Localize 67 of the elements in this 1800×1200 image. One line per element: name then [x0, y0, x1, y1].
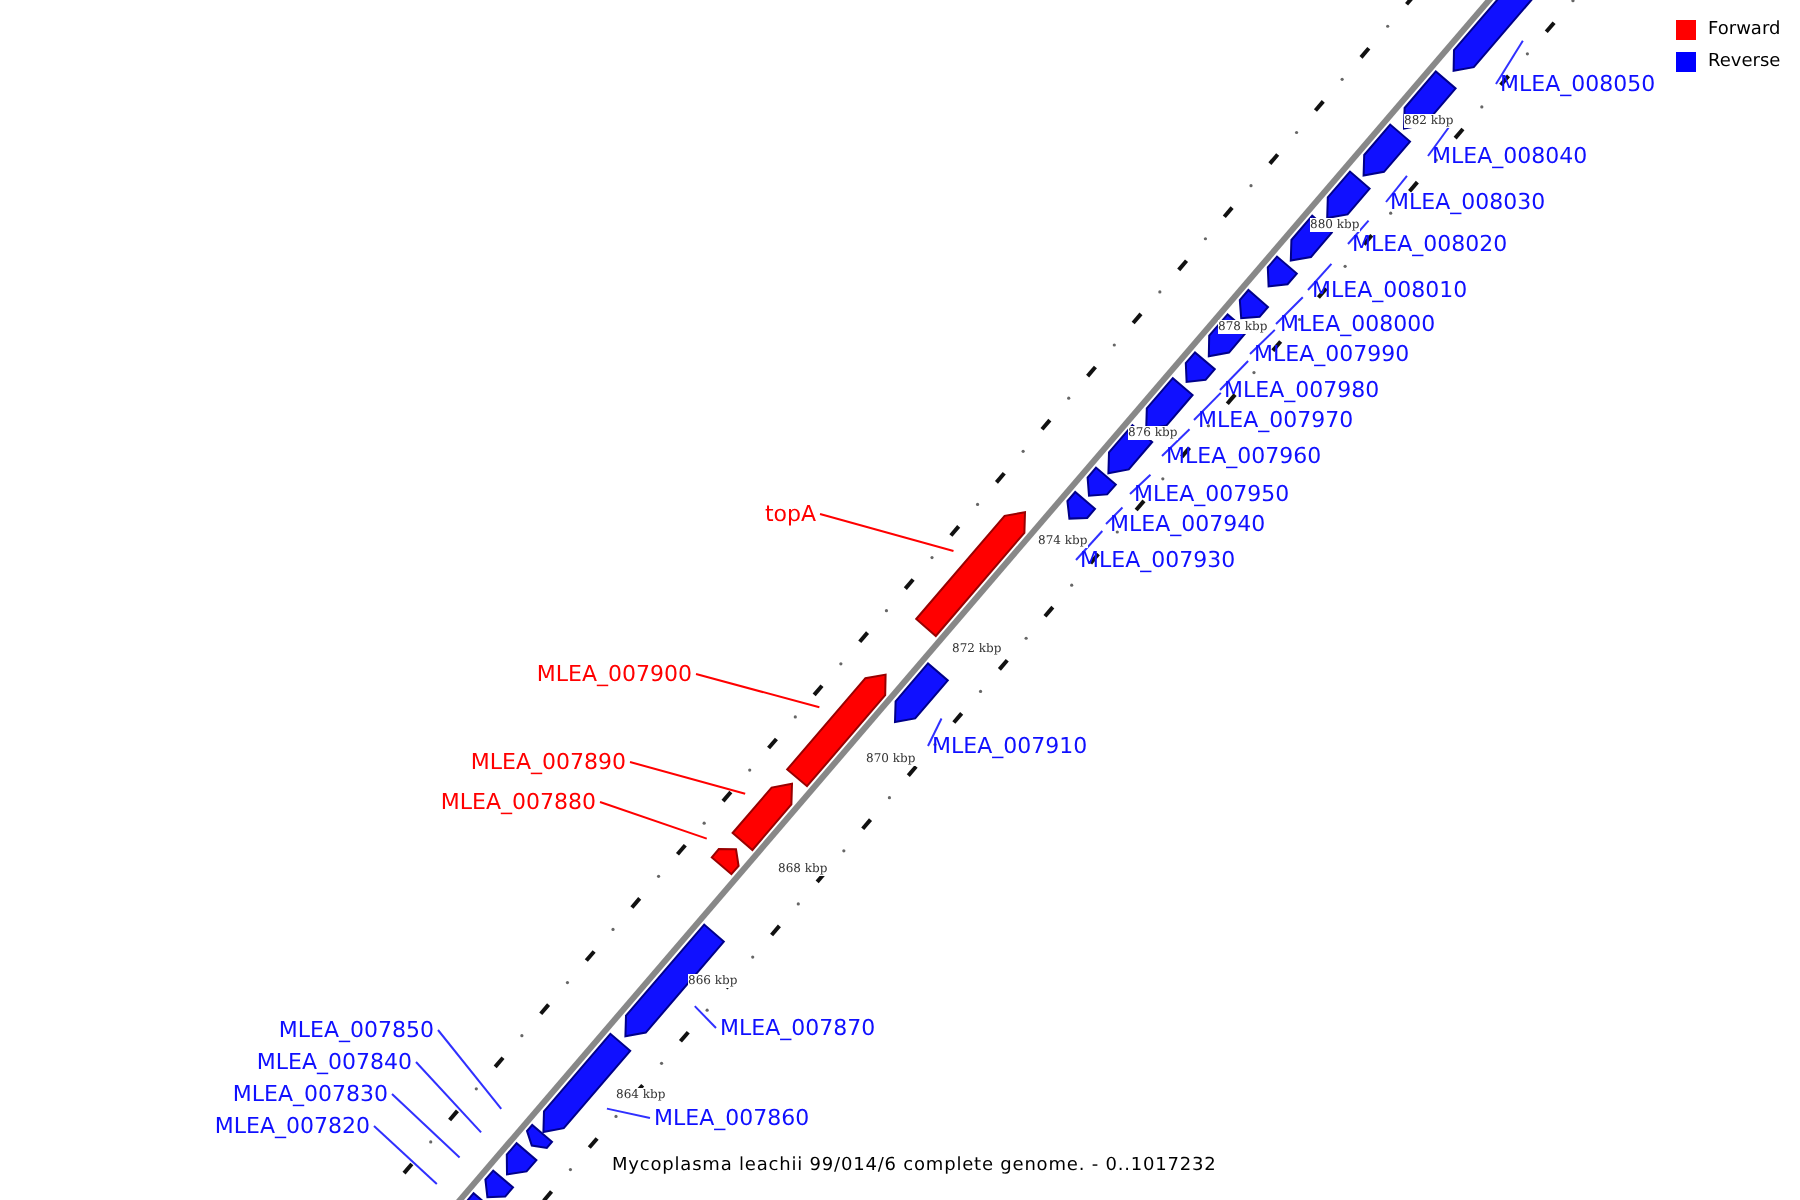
gene-block [914, 511, 1027, 638]
gene-label: MLEA_007850 [278, 1017, 434, 1043]
gene-label: MLEA_008010 [1312, 277, 1468, 303]
gene-block [1145, 376, 1194, 431]
gene-label: topA [764, 501, 816, 527]
leader-line [605, 1107, 651, 1119]
leader-line [1275, 296, 1304, 325]
gene-label: MLEA_007910 [932, 733, 1088, 759]
gene-block [785, 673, 887, 788]
leader-line [629, 761, 747, 795]
gene-block [1326, 170, 1371, 220]
leader-line [1427, 124, 1451, 157]
leader-line [599, 801, 708, 840]
leader-line [1075, 530, 1104, 561]
gene-block [1086, 466, 1118, 497]
leader-line [1193, 391, 1222, 421]
gene-label: MLEA_007830 [232, 1081, 388, 1107]
gene-label: MLEA_007870 [720, 1015, 876, 1041]
gene-label: MLEA_007880 [440, 789, 596, 815]
leader-line [1219, 360, 1250, 391]
gene-block [505, 1141, 538, 1176]
caption: Mycoplasma leachii 99/014/6 complete genome. - 0..1017232 [612, 1156, 1217, 1176]
gene-block [893, 662, 950, 724]
gene-label: MLEA_007930 [1080, 547, 1236, 573]
leader-line [927, 717, 943, 747]
gene-block [525, 1123, 554, 1150]
gene-label: MLEA_007820 [214, 1113, 370, 1139]
leader-line [373, 1125, 438, 1186]
leader-line [1347, 219, 1370, 245]
leader-line [1249, 328, 1276, 355]
gene-label: MLEA_008040 [1432, 143, 1588, 169]
gene-block [1238, 288, 1270, 320]
gene-label: MLEA_008000 [1280, 311, 1436, 337]
gene-block [710, 848, 740, 876]
gene-label: MLEA_007940 [1110, 511, 1266, 537]
gene-block [1066, 490, 1097, 520]
gene-block [1266, 255, 1299, 288]
gene-block [484, 1169, 515, 1199]
leader-line [1307, 262, 1333, 291]
leader-line [1495, 39, 1524, 85]
leader-line [1105, 506, 1124, 525]
leader-line [437, 1029, 503, 1110]
leader-line [1129, 473, 1152, 495]
leader-line [695, 673, 821, 709]
gene-block [1362, 123, 1412, 177]
leader-line [819, 513, 955, 552]
legend-label: Forward [1708, 20, 1781, 40]
gene-label: MLEA_007860 [654, 1105, 810, 1131]
gene-label: MLEA_007840 [256, 1049, 412, 1075]
gene-label: MLEA_007990 [1254, 341, 1410, 367]
leader-line [693, 1005, 717, 1029]
gene-label: MLEA_007970 [1198, 407, 1354, 433]
gene-label: MLEA_007960 [1166, 443, 1322, 469]
gene-label: MLEA_007900 [536, 661, 692, 687]
gene-label: MLEA_008020 [1352, 231, 1508, 257]
leader-line [391, 1093, 461, 1159]
gene-label: MLEA_008030 [1390, 189, 1546, 215]
gene-label: MLEA_007950 [1134, 481, 1290, 507]
legend-label: Reverse [1708, 52, 1781, 72]
gene-label: MLEA_007980 [1224, 377, 1380, 403]
gene-block [1184, 351, 1217, 384]
leader-line [1161, 428, 1191, 457]
gene-block [731, 782, 794, 852]
gene-label: MLEA_008050 [1500, 71, 1656, 97]
leader-line [415, 1061, 483, 1134]
leader-line [1385, 174, 1408, 203]
gene-label: MLEA_007890 [470, 749, 626, 775]
